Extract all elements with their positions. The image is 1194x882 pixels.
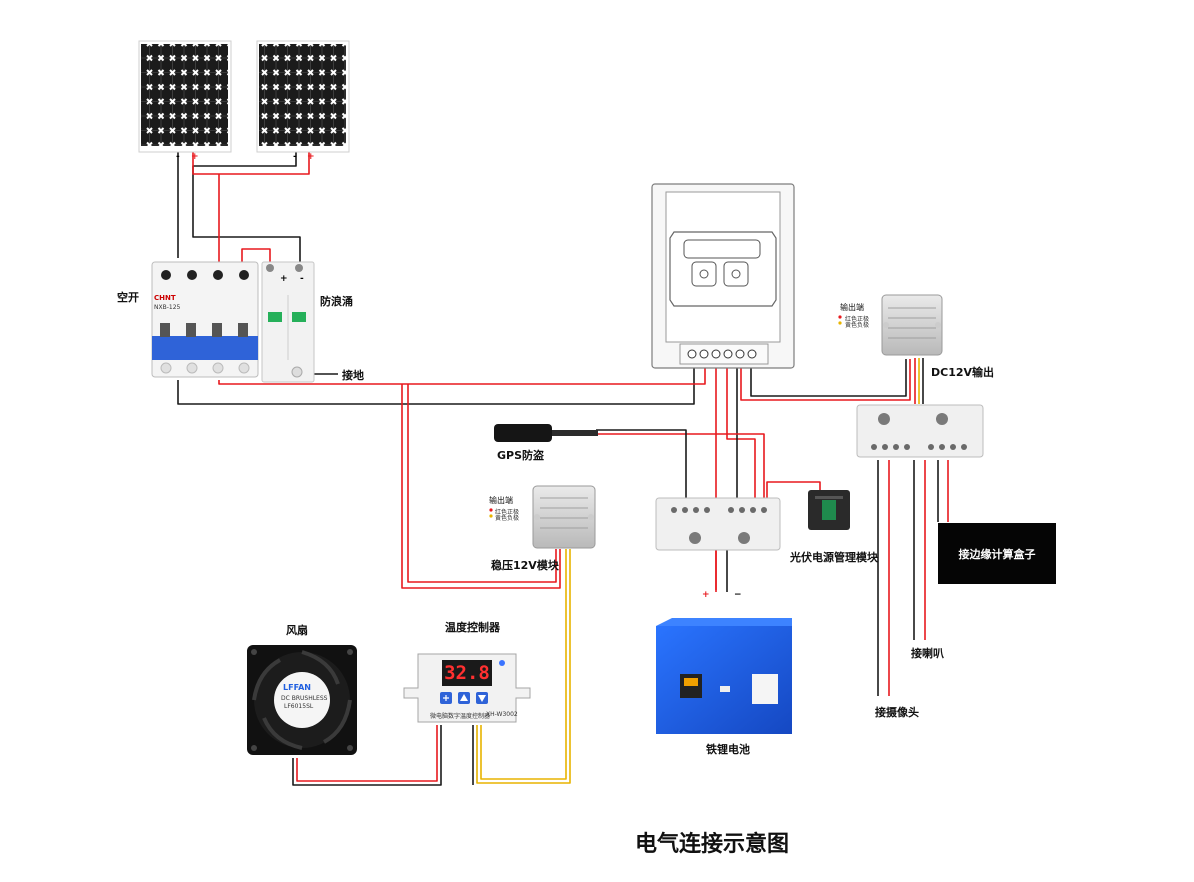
thermo-caption: 微电脑数字温度控制器 bbox=[430, 713, 491, 720]
legend-yellow-dot-2 bbox=[489, 514, 493, 518]
battery-plus-sign: + bbox=[702, 590, 710, 600]
solar-panel-1 bbox=[138, 40, 232, 153]
wire-load-red bbox=[740, 359, 911, 401]
panel2-minus-sign: - bbox=[293, 152, 297, 162]
temperature-controller bbox=[403, 653, 531, 723]
bus-bar-center bbox=[655, 497, 781, 551]
red-wire-note-2: 红色正极 bbox=[495, 509, 520, 516]
thermo-label: 温度控制器 bbox=[445, 621, 500, 634]
legend-red-dot-2 bbox=[489, 508, 493, 512]
battery-minus-sign: − bbox=[734, 590, 742, 600]
wire-fan-red bbox=[296, 725, 438, 782]
thermo-model: XH-W3002 bbox=[486, 711, 518, 718]
wire-fan-black bbox=[292, 725, 442, 786]
wire-gps-black bbox=[596, 429, 687, 500]
breaker-model: NXB-125 bbox=[154, 304, 181, 311]
edge-box-label: 接边缘计算盒子 bbox=[958, 547, 1036, 561]
dc12v-module bbox=[881, 294, 943, 356]
surge-protector bbox=[261, 261, 315, 383]
camera-label: 接摄像头 bbox=[875, 706, 919, 719]
output-end-label-1: 输出端 bbox=[840, 303, 864, 312]
pv-module-label: 光伏电源管理模块 bbox=[790, 551, 878, 564]
fan-label: 风扇 bbox=[286, 624, 308, 637]
wire-panel2-neg bbox=[192, 152, 301, 262]
cooling-fan bbox=[247, 645, 357, 755]
wire-reg-in-red2 bbox=[407, 384, 557, 583]
regulator-label: 稳压12V模块 bbox=[491, 559, 559, 572]
temperature-readout: 32.8 bbox=[444, 662, 490, 684]
panel1-minus-sign: - bbox=[176, 152, 180, 162]
breaker-brand: CHNT bbox=[154, 294, 176, 302]
pv-management-module bbox=[808, 490, 850, 530]
wire-reg-in-red bbox=[401, 384, 561, 589]
yellow-wire-note-1: 黄色负极 bbox=[845, 322, 870, 329]
breaker-label: 空开 bbox=[117, 291, 139, 304]
wire-breaker-to-spd-pos bbox=[241, 248, 271, 262]
regulator-12v bbox=[532, 485, 596, 549]
speaker-label: 接喇叭 bbox=[911, 647, 944, 660]
surge-label: 防浪涌 bbox=[320, 295, 353, 308]
gps-label: GPS防盗 bbox=[497, 449, 545, 462]
wire-ctrl-bat-neg bbox=[726, 366, 756, 500]
wire-gps-red bbox=[596, 433, 765, 500]
bus-bar-right bbox=[856, 404, 984, 458]
diagram-title: 电气连接示意图 bbox=[634, 832, 789, 857]
wire-reg-yellow2 bbox=[480, 549, 567, 780]
wire-reg-yellow bbox=[476, 549, 571, 784]
wire-breaker-neg-out bbox=[177, 366, 695, 405]
lifepo4-battery bbox=[656, 618, 792, 734]
legend-yellow-dot-1 bbox=[838, 321, 842, 325]
fan-brand: LFFAN bbox=[283, 683, 311, 692]
spd-minus-sign: - bbox=[300, 274, 304, 284]
yellow-wire-note-2: 黄色负极 bbox=[495, 515, 520, 522]
solar-panel-2 bbox=[256, 40, 350, 153]
red-wire-note-1: 红色正极 bbox=[845, 316, 870, 323]
wires bbox=[177, 152, 949, 786]
fan-model: LF6015SL bbox=[284, 703, 314, 710]
dc12v-output-label: DC12V输出 bbox=[931, 366, 995, 379]
panel2-plus-sign: + bbox=[307, 152, 315, 162]
fan-spec: DC BRUSHLESS bbox=[281, 695, 328, 702]
edge-computing-box: 接边缘计算盒子 bbox=[938, 523, 1056, 584]
gps-tracker bbox=[494, 424, 598, 442]
wire-load-black bbox=[750, 359, 907, 397]
wire-panels-pos bbox=[192, 152, 310, 175]
output-end-label-2: 输出端 bbox=[489, 496, 513, 505]
spd-plus-sign: + bbox=[280, 274, 288, 284]
battery-label: 铁锂电池 bbox=[706, 743, 750, 756]
circuit-breaker bbox=[151, 261, 259, 378]
wire-pv-red bbox=[766, 481, 821, 500]
panel1-plus-sign: + bbox=[191, 152, 199, 162]
wire-breaker-pos-out bbox=[218, 366, 706, 385]
ground-label: 接地 bbox=[342, 369, 364, 382]
mppt-controller bbox=[651, 183, 795, 369]
legend-red-dot-1 bbox=[838, 315, 842, 319]
